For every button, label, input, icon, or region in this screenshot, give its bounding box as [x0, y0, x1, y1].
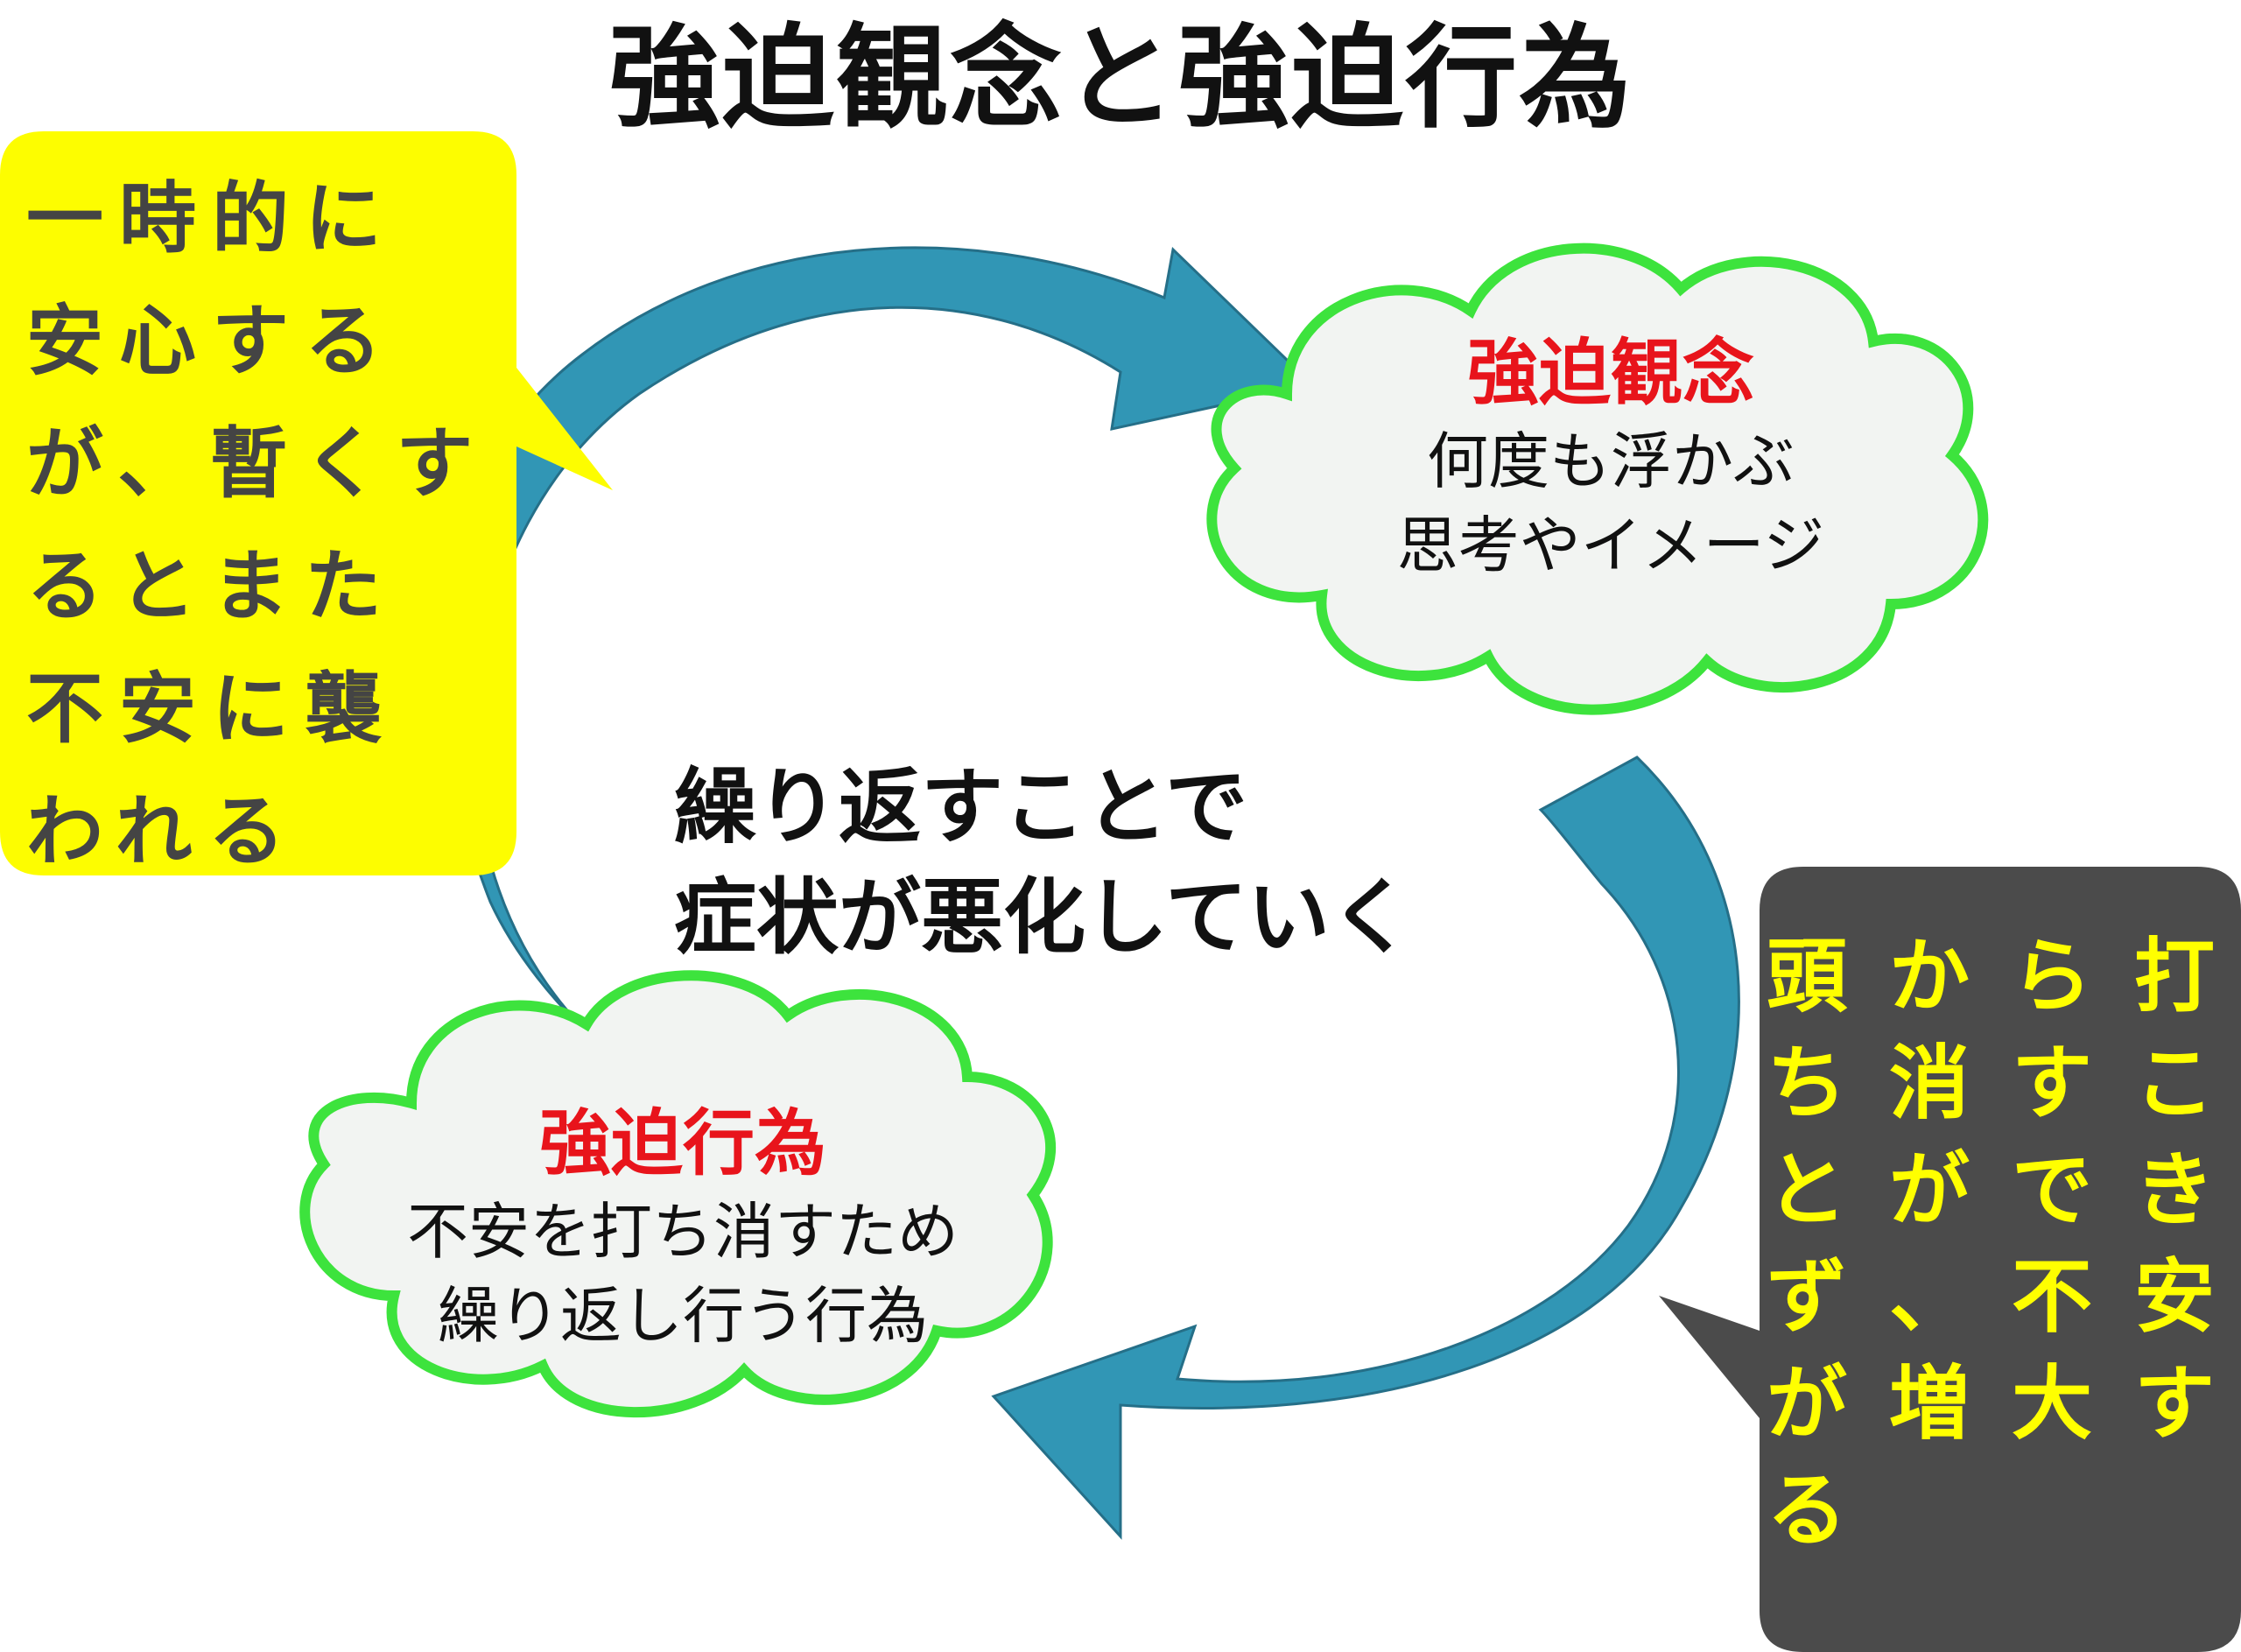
right-callout-char: で	[2011, 1143, 2092, 1237]
compulsion-text: 強迫行為 不安を打ち消すため 繰り返し行う行為	[333, 1099, 1033, 1358]
compulsion-cloud	[299, 970, 1056, 1418]
right-callout-char: 不	[2011, 1250, 2092, 1344]
right-callout-char: と	[1766, 1143, 1847, 1237]
right-callout-column-4: 頭 ち と ず が る	[1755, 924, 1858, 1564]
right-callout-char: 消	[1888, 1037, 1970, 1130]
right-callout-char: ら	[2011, 930, 2092, 1023]
right-callout-char: 増	[1888, 1357, 1970, 1451]
right-callout-column-3: か 消 が 、 増	[1878, 924, 1981, 1458]
right-callout-char: が	[1888, 1143, 1970, 1237]
left-callout-line-3: が、暫くす	[26, 418, 489, 509]
right-callout-char: 打	[2133, 930, 2215, 1023]
left-callout-line-6: われる	[26, 786, 301, 876]
obsession-cloud	[1206, 243, 1989, 715]
right-callout-char: き	[2133, 1143, 2215, 1237]
right-callout-char: が	[1766, 1357, 1847, 1451]
right-callout-char: ず	[1766, 1250, 1847, 1344]
right-callout-char: 頭	[1766, 930, 1847, 1023]
right-callout-char: る	[1766, 1464, 1847, 1557]
center-message: 繰り返すことで 症状が悪化していく	[674, 753, 1725, 974]
obsession-heading: 強迫観念	[1466, 332, 1754, 415]
obsession-text: 強迫観念 何度も浮かぶ 思考やイメージ	[1261, 328, 1961, 587]
compulsion-line-1: 不安を打ち消すため	[407, 1196, 959, 1268]
right-callout-char: か	[1888, 930, 1970, 1023]
compulsion-heading: 強迫行為	[538, 1102, 826, 1185]
center-message-line-1: 繰り返すことで	[674, 760, 1248, 855]
left-callout-text: 一時的に 安心する が、暫くす るとまた 不安に襲 われる	[26, 158, 516, 893]
right-callout-char: す	[2133, 1357, 2215, 1451]
yellow-callout	[0, 131, 613, 875]
right-callout-column-1: 打 こ き 安 す	[2123, 924, 2226, 1458]
obsession-line-1: 何度も浮かぶ	[1427, 425, 1795, 497]
obsession-line-2: 思考やイメージ	[1396, 510, 1825, 581]
left-callout-line-2: 安心する	[26, 296, 398, 386]
left-callout-line-4: るとまた	[26, 541, 398, 631]
dark-callout	[1659, 867, 2241, 1652]
page-title: 強迫観念と強迫行為	[608, 13, 1633, 144]
right-callout-char: 大	[2011, 1357, 2092, 1451]
right-callout-char: こ	[2133, 1037, 2215, 1130]
right-callout-char: 、	[1888, 1250, 1970, 1344]
left-callout-line-1: 一時的に	[26, 173, 398, 264]
right-callout-column-2: ら す で 不 大	[2000, 924, 2104, 1458]
right-callout-char: す	[2011, 1037, 2092, 1130]
left-callout-line-5: 不安に襲	[26, 664, 398, 754]
right-callout-char: 安	[2133, 1250, 2215, 1344]
cycle-arrow-bottom	[991, 756, 1740, 1540]
center-message-line-2: 症状が悪化していく	[674, 870, 1413, 966]
compulsion-line-2: 繰り返し行う行為	[438, 1280, 928, 1352]
right-callout-char: ち	[1766, 1037, 1847, 1130]
